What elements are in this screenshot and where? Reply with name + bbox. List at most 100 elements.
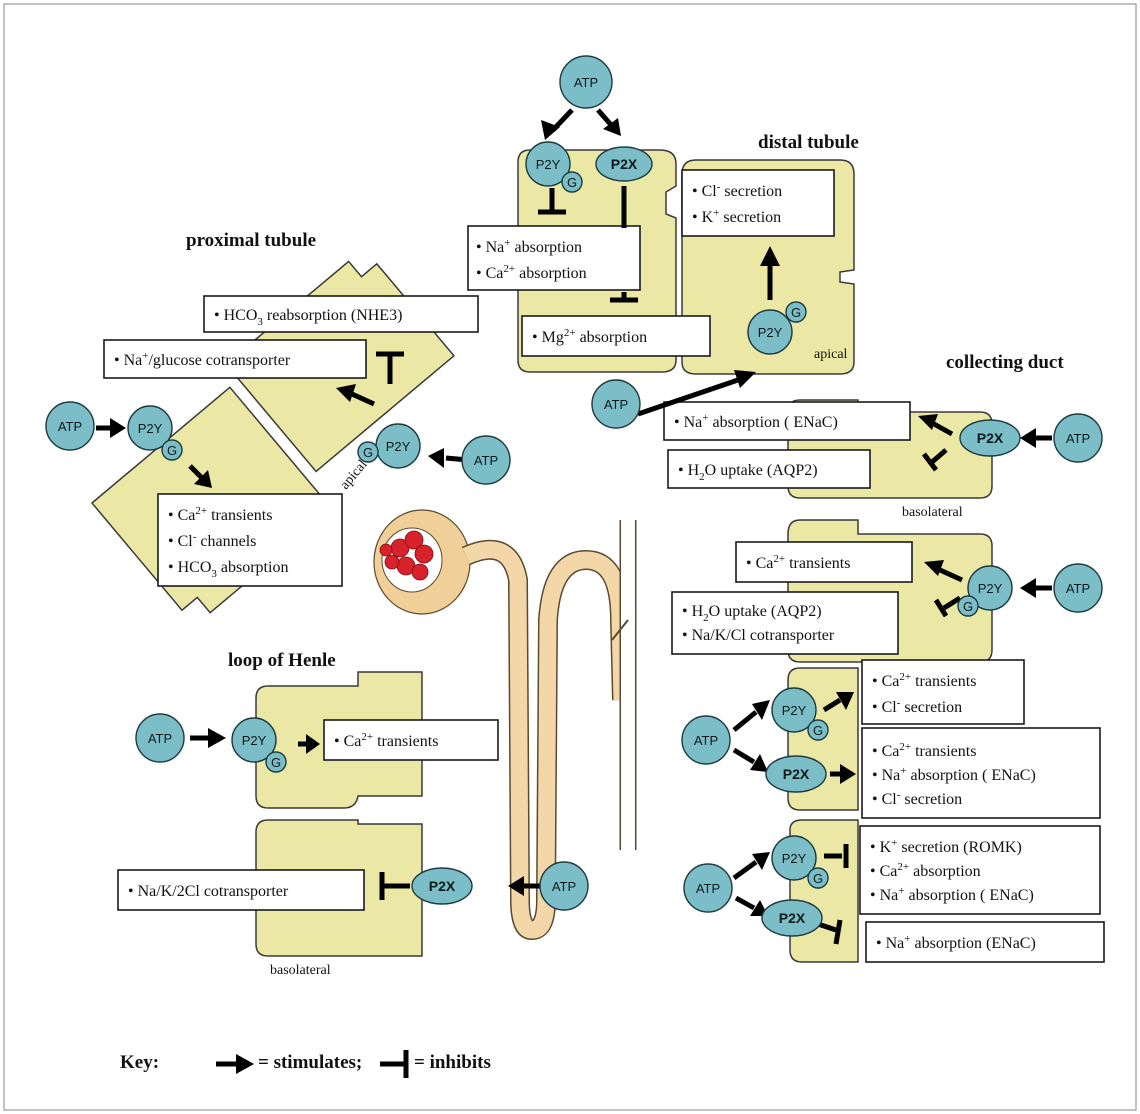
cd4-line-a2: • Ca2+ absorption: [870, 861, 981, 880]
svg-text:ATP: ATP: [148, 731, 172, 746]
p2y-distal: P2Y G: [747, 301, 807, 355]
proximal-apical-label: apical: [338, 457, 371, 492]
cd1-line-a: • Na+ absorption ( ENaC): [674, 412, 838, 431]
cd4-line-b: • Na+ absorption (ENaC): [876, 933, 1036, 952]
naglu-line: • Na+/glucose cotransporter: [114, 350, 291, 369]
cd2-line-b2: • Na/K/Cl cotransporter: [682, 627, 835, 644]
svg-text:ATP: ATP: [604, 397, 628, 412]
svg-text:G: G: [271, 755, 281, 770]
atp-cd4: ATP: [683, 863, 733, 913]
frame-border: [3, 3, 1137, 1111]
hco3-line: • HCO3 reabsorption (NHE3): [214, 307, 402, 328]
atp-loop1: ATP: [135, 713, 185, 763]
cd4-line-a1: • K+ secretion (ROMK): [870, 837, 1022, 856]
p2x-loop: P2X: [411, 867, 473, 905]
svg-text:ATP: ATP: [696, 881, 720, 896]
distal-apical-label: apical: [814, 347, 848, 362]
cd4-line-a3: • Na+ absorption ( ENaC): [870, 885, 1034, 904]
distal-effects-box: [681, 169, 835, 237]
distal-tubule-title: distal tubule: [758, 132, 859, 153]
atp-loop2: ATP: [539, 861, 589, 911]
svg-text:P2X: P2X: [977, 430, 1004, 446]
key-stimulates-text: = stimulates;: [258, 1052, 362, 1073]
cd4-upper-box: [859, 825, 1101, 915]
svg-text:P2Y: P2Y: [242, 733, 267, 748]
svg-text:ATP: ATP: [474, 453, 498, 468]
svg-text:ATP: ATP: [694, 733, 718, 748]
mg-line: • Mg2+ absorption: [532, 327, 647, 346]
svg-text:G: G: [167, 443, 177, 458]
atp-distal: ATP: [591, 379, 641, 429]
cd2-line-b1: • H2O uptake (AQP2): [682, 603, 822, 624]
svg-text:P2Y: P2Y: [138, 421, 163, 436]
collecting-duct-title: collecting duct: [946, 352, 1064, 373]
cd2-ca-box: [735, 541, 913, 583]
svg-text:ATP: ATP: [552, 879, 576, 894]
thick-line-1: • Na+ absorption: [476, 237, 582, 256]
prox-line-2: • Cl- channels: [168, 531, 256, 550]
svg-text:P2X: P2X: [429, 878, 456, 894]
hco3-reabsorption-box: [203, 295, 479, 333]
cd1-enac-box: [663, 401, 911, 441]
loop1-line: • Ca2+ transients: [334, 731, 438, 750]
svg-text:P2Y: P2Y: [386, 439, 411, 454]
mg-absorption-box: [521, 315, 711, 357]
svg-text:G: G: [791, 305, 801, 320]
atp-prox-left: ATP: [45, 401, 95, 451]
loop-basolateral-label: basolateral: [270, 963, 331, 978]
p2y-prox-left: P2Y G: [127, 405, 183, 461]
loop-ca-box: [323, 719, 499, 761]
svg-text:P2Y: P2Y: [782, 703, 807, 718]
p2x-cd1: P2X: [959, 419, 1021, 457]
p2x-cd3: P2X: [765, 755, 827, 793]
svg-text:P2X: P2X: [611, 156, 638, 172]
svg-text:P2X: P2X: [779, 910, 806, 926]
atp-cd3: ATP: [681, 715, 731, 765]
cd2-aqp2-box: [671, 591, 899, 655]
p2y-loop: P2Y G: [231, 717, 287, 773]
distal-line-1: • Cl- secretion: [692, 181, 782, 200]
cd3-line-b2: • Na+ absorption ( ENaC): [872, 765, 1036, 784]
atp-cd1: ATP: [1053, 413, 1103, 463]
cd1-aqp2-box: [667, 449, 871, 489]
proximal-tubule-title: proximal tubule: [186, 230, 316, 251]
svg-text:G: G: [567, 175, 577, 190]
atp-prox-right: ATP: [461, 435, 511, 485]
cd-basolateral-label: basolateral: [902, 505, 963, 520]
p2y-cd3: P2Y G: [771, 687, 829, 741]
p2y-prox-right: P2Y G: [357, 423, 421, 469]
p2y-thick: P2Y G: [525, 141, 583, 193]
proximal-lower-effects-box: [157, 493, 343, 587]
cd3-lower-box: [861, 727, 1101, 819]
svg-text:G: G: [813, 871, 823, 886]
cd3-line-a2: • Cl- secretion: [872, 697, 962, 716]
inhibition-markers: [376, 186, 962, 945]
key-stimulate-arrowhead: [236, 1054, 254, 1074]
p2x-thick: P2X: [595, 146, 653, 182]
svg-text:P2Y: P2Y: [782, 851, 807, 866]
cd1-line-b: • H2O uptake (AQP2): [678, 462, 818, 483]
cd4-lower-box: [865, 921, 1105, 963]
key-inhibits-text: = inhibits: [414, 1052, 491, 1073]
stimulation-arrows: [96, 108, 1052, 916]
cd2-line-a: • Ca2+ transients: [746, 553, 850, 572]
thick-line-2: • Ca2+ absorption: [476, 263, 587, 282]
atp-cd2: ATP: [1053, 563, 1103, 613]
p2x-cd4: P2X: [761, 899, 823, 937]
loop2-line: • Na/K/2Cl cotransporter: [128, 883, 289, 900]
prox-line-1: • Ca2+ transients: [168, 505, 272, 524]
atp-top: ATP: [559, 55, 613, 109]
thick-limb-effects-box: [467, 225, 641, 291]
loop-nak2cl-box: [117, 869, 365, 911]
p2y-cd2: P2Y G: [957, 565, 1013, 617]
key-label: Key:: [120, 1052, 159, 1073]
svg-text:G: G: [963, 599, 973, 614]
svg-text:ATP: ATP: [58, 419, 82, 434]
svg-text:ATP: ATP: [1066, 431, 1090, 446]
svg-text:P2X: P2X: [783, 766, 810, 782]
cd3-line-a1: • Ca2+ transients: [872, 671, 976, 690]
svg-text:ATP: ATP: [1066, 581, 1090, 596]
svg-text:P2Y: P2Y: [978, 581, 1003, 596]
p2y-cd4: P2Y G: [771, 835, 829, 889]
